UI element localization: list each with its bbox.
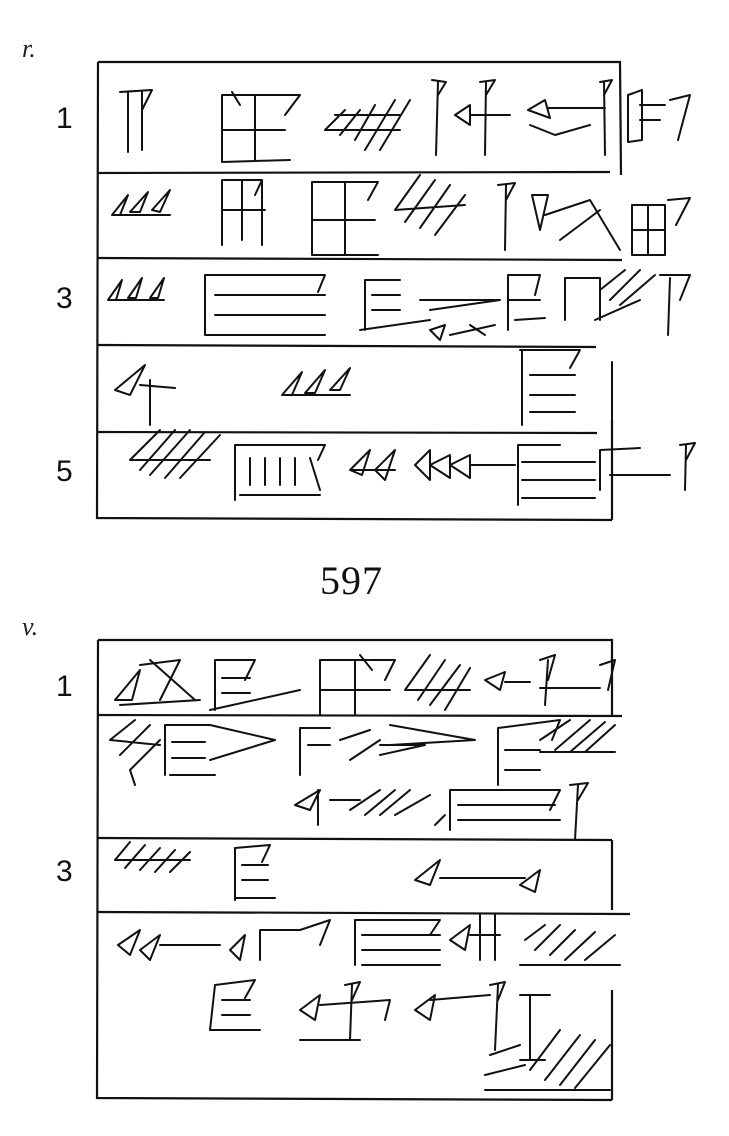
obverse-line-5-signs: [129, 429, 696, 506]
reverse-side-label: v.: [22, 612, 39, 641]
obverse-line-number-3: 3: [56, 282, 73, 315]
obverse-line-2-signs: [111, 174, 691, 256]
reverse-line-1-signs: [114, 654, 616, 716]
obverse-side-label: r.: [22, 34, 36, 63]
tablet-number: 597: [320, 558, 383, 603]
obverse-line-4-signs: [114, 349, 613, 426]
reverse-line-number-1: 1: [56, 670, 73, 703]
reverse-line-3-signs: [114, 841, 541, 901]
reverse-line-2-signs: [109, 719, 616, 841]
reverse-frame: [95, 638, 631, 1102]
obverse-line-number-5: 5: [56, 455, 73, 488]
obverse-line-3-signs: [107, 269, 691, 341]
reverse-line-4-signs: [117, 914, 621, 1091]
obverse-frame: [95, 60, 623, 522]
obverse-line-1-signs: [119, 79, 691, 163]
obverse-line-number-1: 1: [56, 102, 73, 135]
reverse-line-number-3: 3: [56, 855, 73, 888]
